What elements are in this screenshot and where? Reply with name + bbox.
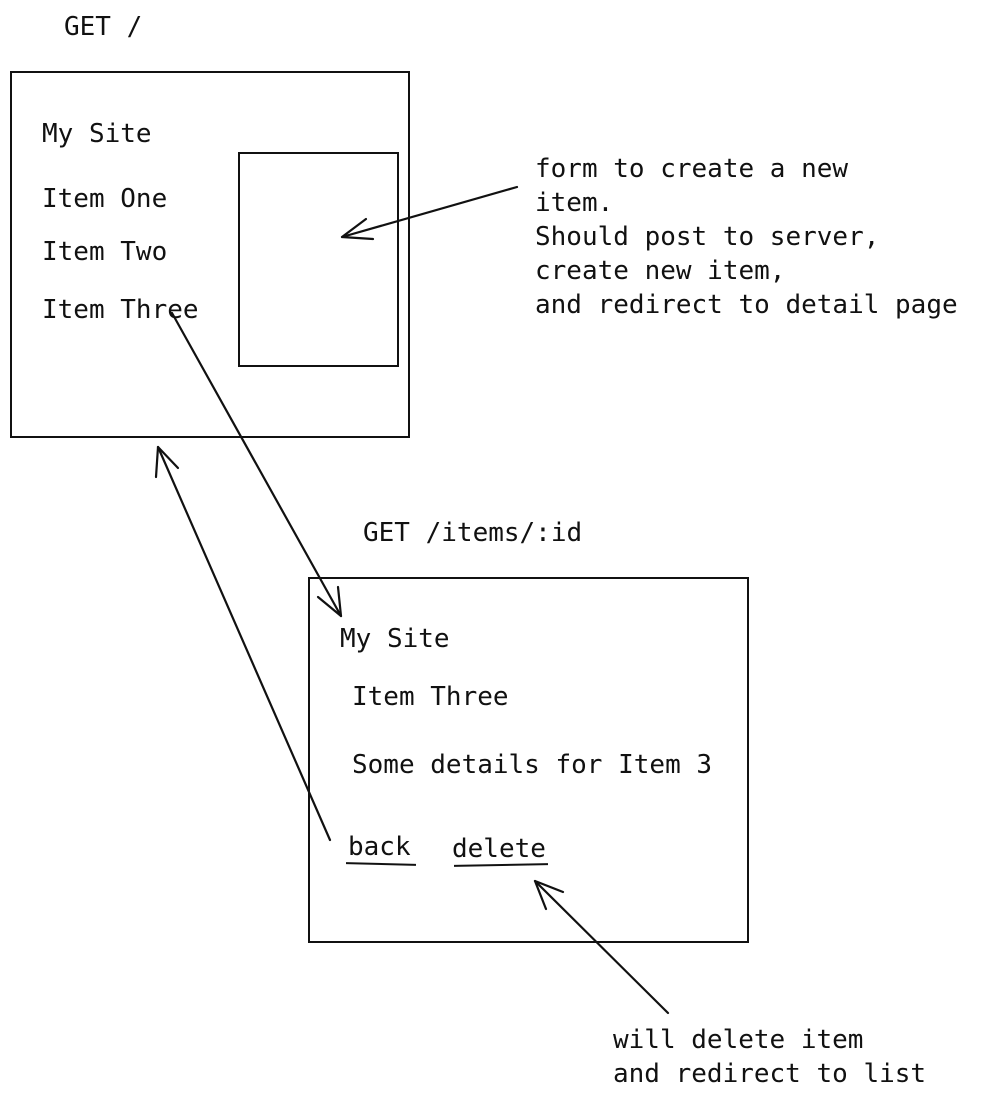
form-note-line-5: and redirect to detail page bbox=[535, 290, 958, 320]
form-note-line-2: item. bbox=[535, 188, 614, 218]
list-item-three[interactable]: Item Three bbox=[42, 295, 199, 325]
new-item-form-box[interactable] bbox=[238, 152, 399, 367]
list-item-two[interactable]: Item Two bbox=[42, 237, 168, 267]
delete-link[interactable]: delete bbox=[452, 834, 546, 864]
detail-item-description: Some details for Item 3 bbox=[352, 750, 713, 780]
list-page-route-label: GET / bbox=[64, 12, 143, 42]
back-link[interactable]: back bbox=[348, 832, 411, 862]
detail-item-title: Item Three bbox=[352, 682, 509, 712]
list-item-one[interactable]: Item One bbox=[42, 184, 168, 214]
form-note-line-3: Should post to server, bbox=[535, 222, 880, 252]
detail-page-site-title: My Site bbox=[340, 624, 450, 654]
delete-note-line-2: and redirect to list bbox=[613, 1059, 927, 1089]
form-note-line-4: create new item, bbox=[535, 256, 786, 286]
list-page-site-title: My Site bbox=[42, 119, 152, 149]
form-note-line-1: form to create a new bbox=[535, 154, 849, 184]
detail-page-route-label: GET /items/:id bbox=[363, 518, 583, 548]
delete-note-line-1: will delete item bbox=[613, 1025, 864, 1055]
back-to-list-arrow bbox=[154, 445, 332, 842]
